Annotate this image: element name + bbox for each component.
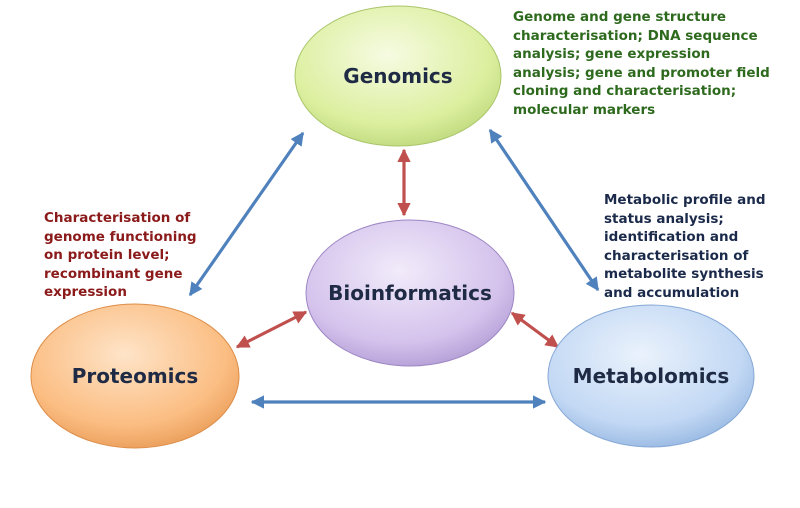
proteomics-node: Proteomics [30, 303, 240, 449]
bioinformatics-metabolomics-arrow [510, 311, 560, 349]
metabolomics-label: Metabolomics [573, 364, 730, 388]
proteomics-label: Proteomics [72, 364, 199, 388]
bioinformatics-node: Bioinformatics [305, 219, 515, 367]
proteomics-description: Characterisation of genome functioning o… [44, 210, 197, 300]
metabolomics-node: Metabolomics [547, 304, 755, 448]
genomics-label: Genomics [343, 64, 452, 88]
genomics-node: Genomics [294, 5, 502, 147]
genomics-metabolomics-arrow [488, 128, 600, 292]
genomics-description: Genome and gene structure characterisati… [513, 9, 770, 118]
genomics-proteomics-arrow [188, 131, 305, 297]
bioinformatics-proteomics-arrow [235, 310, 308, 349]
bioinformatics-label: Bioinformatics [328, 281, 492, 305]
metabolomics-description: Metabolic profile and status analysis; i… [604, 192, 766, 301]
